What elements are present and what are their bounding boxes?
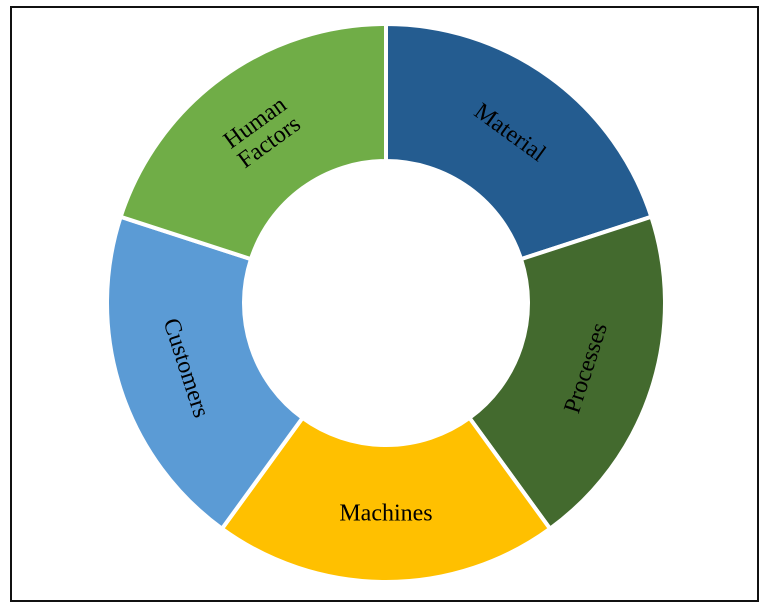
segment-human-factors — [118, 21, 388, 262]
label-machines-line-1: Machines — [339, 501, 432, 527]
donut-segments — [105, 21, 667, 584]
segment-processes — [466, 214, 667, 532]
label-machines: Machines — [339, 501, 432, 527]
segment-material — [384, 21, 654, 262]
segment-machines — [219, 415, 553, 584]
segment-customers — [105, 214, 306, 532]
